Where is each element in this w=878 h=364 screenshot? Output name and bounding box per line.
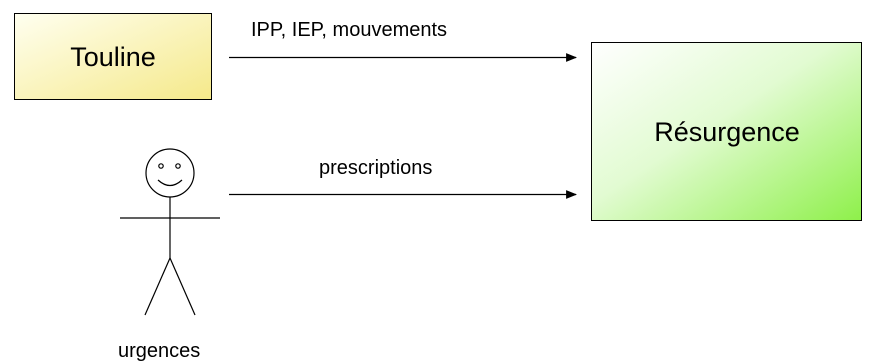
actor-head <box>145 148 195 198</box>
actor-label: urgences <box>118 340 201 362</box>
actor-left-leg <box>144 257 171 316</box>
touline-label: Touline <box>70 41 156 72</box>
actor-smile <box>157 179 183 187</box>
actor-stick-figure <box>120 148 220 316</box>
actor-left-eye <box>158 163 164 169</box>
resurgence-label: Résurgence <box>654 116 800 147</box>
actor-right-eye <box>175 163 181 169</box>
actor-right-leg <box>169 257 196 316</box>
flow-label-ipp-iep-mouvements: IPP, IEP, mouvements <box>251 19 448 41</box>
resurgence-box <box>591 42 862 221</box>
touline-box <box>14 13 212 100</box>
flow-label-prescriptions: prescriptions <box>319 157 433 179</box>
